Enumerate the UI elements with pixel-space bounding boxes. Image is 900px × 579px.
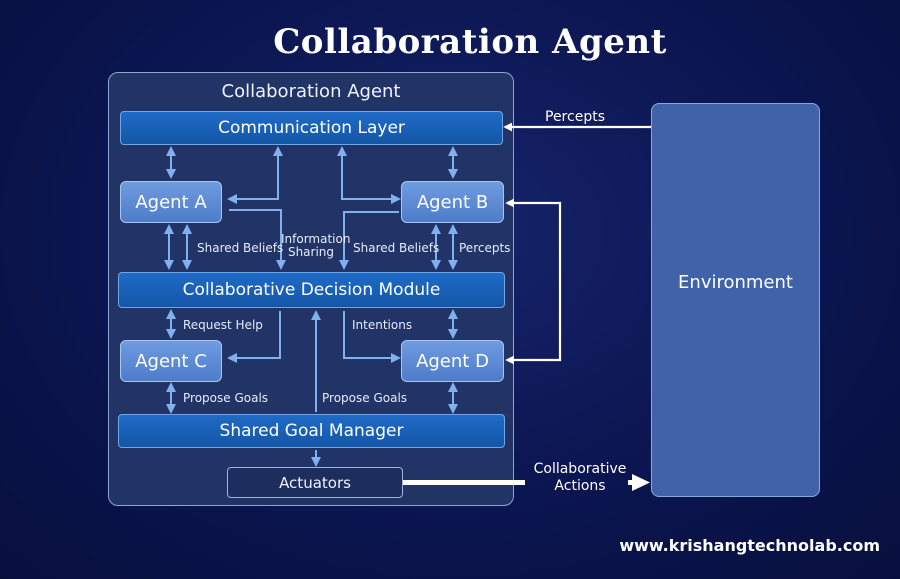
label-collaborative: Collaborative [533, 461, 627, 477]
agent-b: Agent B [401, 181, 504, 223]
label-request-help: Request Help [183, 318, 263, 332]
agent-c: Agent C [120, 340, 222, 382]
label-information-sharing: Information Sharing [281, 232, 351, 259]
label-percepts-external: Percepts [545, 109, 605, 125]
communication-layer: Communication Layer [120, 111, 503, 145]
label-collaborative-actions: Collaborative Actions [530, 461, 630, 495]
actuators-box: Actuators [227, 467, 403, 498]
environment-label: Environment [678, 272, 793, 293]
label-propose-goals-right: Propose Goals [322, 391, 408, 405]
label-propose-goals-left: Propose Goals [183, 391, 269, 405]
label-percepts-inner: Percepts [459, 241, 511, 255]
agent-d: Agent D [401, 340, 504, 382]
agent-a: Agent A [120, 181, 222, 223]
label-shared-beliefs-left: Shared Beliefs [197, 241, 284, 255]
label-information: Information [281, 232, 351, 246]
label-actions: Actions [554, 478, 606, 494]
page-title: Collaboration Agent [273, 22, 667, 62]
collaborative-decision-module: Collaborative Decision Module [118, 272, 505, 308]
frame-title: Collaboration Agent [221, 81, 401, 102]
shared-goal-manager: Shared Goal Manager [118, 414, 505, 448]
label-intentions: Intentions [352, 318, 413, 332]
label-sharing: Sharing [287, 245, 335, 259]
label-shared-beliefs-right: Shared Beliefs [353, 241, 440, 255]
environment-box [651, 103, 820, 497]
footer-website: www.krishangtechnolab.com [619, 536, 880, 555]
